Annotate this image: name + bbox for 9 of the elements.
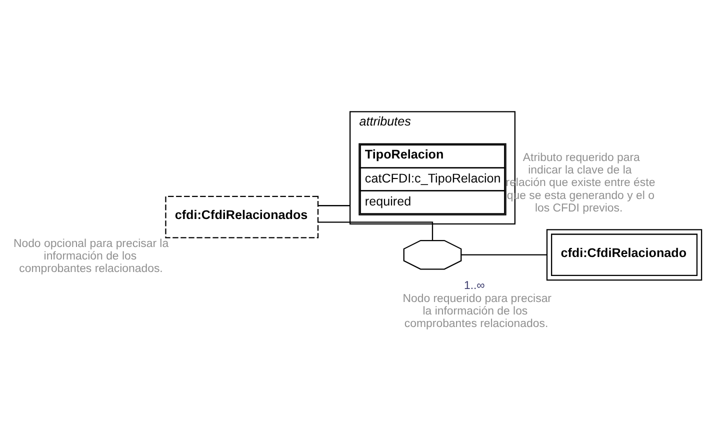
node-octagon (403, 239, 462, 270)
connector (318, 204, 350, 206)
node-label: Nodo opcional para precisar la información de los comprobantes relacionados. (13, 237, 169, 275)
node-box: cfdi:CfdiRelacionado (546, 228, 702, 280)
node-label: Nodo requerido para precisar la información de los comprobantes relacionados. (402, 292, 552, 330)
connector (318, 221, 434, 240)
node-label: 1..∞ (464, 280, 485, 292)
node-box: cfdi:CfdiRelacionados (165, 195, 319, 238)
connector (461, 254, 547, 255)
